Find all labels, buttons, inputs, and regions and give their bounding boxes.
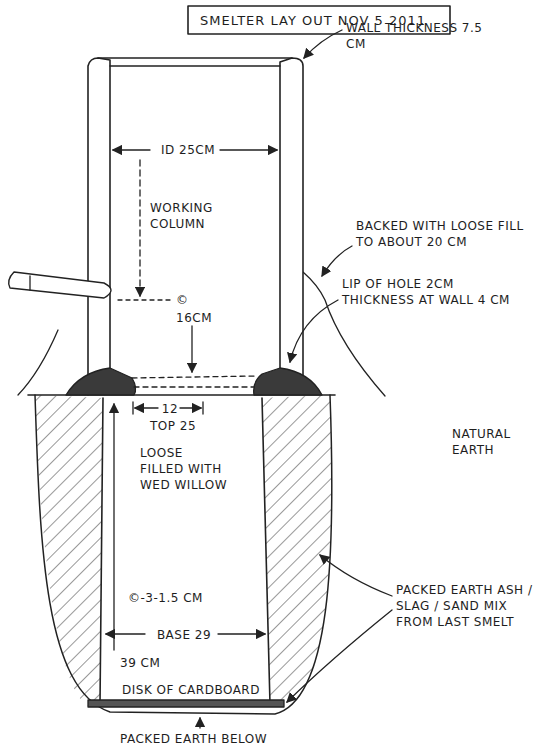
leader-line [287, 610, 392, 702]
cardboard-disk [88, 700, 284, 707]
dimension-arrow [180, 407, 201, 408]
leader-line [322, 246, 352, 276]
region-label: PACKED EARTH BELOW [120, 731, 300, 747]
dimension-arrow [113, 149, 150, 150]
dimension-label: ID 25CM [153, 142, 223, 158]
loose-fill [18, 330, 58, 395]
lip-block [66, 368, 136, 395]
dimension-arrow [218, 633, 265, 634]
shaft-rim [98, 57, 292, 59]
fill-label: LOOSE FILLED WITH WED WILLOW [140, 445, 230, 494]
dimension-label: 12 [160, 401, 180, 417]
callout-mark: © [176, 292, 196, 308]
dimension-arrow [139, 160, 140, 296]
leader-line [290, 300, 338, 362]
shaft-rim [110, 65, 280, 66]
dimension-note: WALL THICKNESS 7.5 CM [346, 20, 496, 52]
note: LIP OF HOLE 2CM THICKNESS AT WALL 4 CM [342, 276, 512, 308]
hole-line [132, 376, 256, 378]
region-label: PACKED EARTH ASH / SLAG / SAND MIX FROM … [396, 582, 546, 631]
dimension-label: ©-3-1.5 CM [128, 590, 238, 606]
tuyere [9, 272, 111, 298]
tuyere-level [118, 299, 172, 300]
pit-wall [262, 398, 270, 704]
part-label: DISK OF CARDBOARD [122, 682, 272, 698]
region-label: NATURAL EARTH [452, 426, 532, 458]
dimension-arrow [113, 404, 114, 650]
dimension-arrow [135, 407, 158, 408]
dimension-label: TOP 25 [150, 418, 230, 434]
dimension-label: 16CM [176, 310, 236, 326]
dimension-arrow [220, 149, 277, 150]
dimension-label: 39 CM [120, 655, 180, 671]
packed-earth [35, 395, 103, 706]
leader-line [304, 30, 342, 58]
note: BACKED WITH LOOSE FILL TO ABOUT 20 CM [356, 218, 526, 250]
leader-line [320, 555, 392, 596]
hole-line [134, 386, 254, 387]
dimension-arrow [191, 326, 192, 372]
pit-wall [100, 398, 103, 704]
dimension-label: BASE 29 [148, 627, 220, 643]
part-label: WORKING COLUMN [150, 200, 230, 232]
tuyere [29, 276, 30, 290]
dimension-arrow [106, 633, 145, 634]
packed-earth [262, 395, 331, 706]
lip-block [254, 368, 322, 395]
leader-line [199, 718, 200, 728]
shaft-wall [280, 58, 303, 392]
pit-bowl [35, 395, 332, 714]
shaft-wall [88, 58, 110, 395]
